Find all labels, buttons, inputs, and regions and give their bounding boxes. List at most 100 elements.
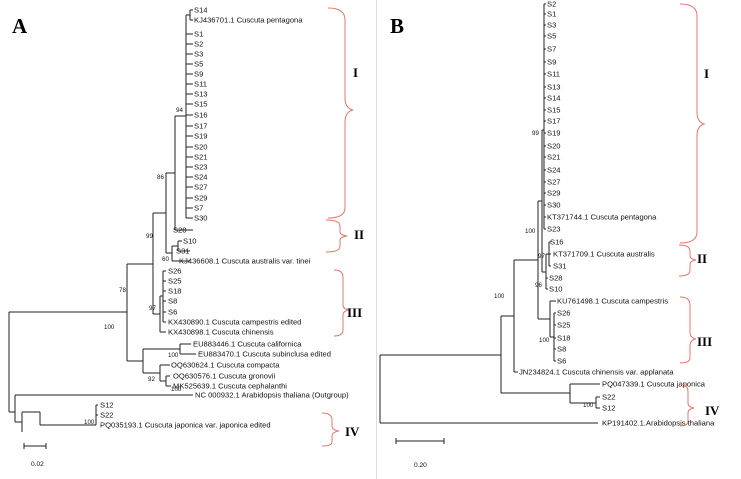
leaf-label: S31	[176, 247, 190, 256]
panel-a-clade-labels: I II III IV	[345, 65, 364, 439]
leaf-label: S23	[194, 163, 208, 172]
panel-b-clade-labels: I II III IV	[697, 66, 720, 418]
leaf-label: KP191402.1.Arabidopsis thaliana	[602, 419, 715, 428]
leaf-label: EU883470.1 Cuscuta subinclusa edited	[198, 350, 331, 359]
panel-b-bootstrap: 99 100 97 96 100 100 100	[494, 130, 594, 409]
leaf-label: S20	[194, 143, 208, 152]
leaf-label: S22	[602, 393, 616, 402]
panel-a-label: A	[12, 14, 28, 38]
leaf-label: KX430898.1 Cuscuta chinensis	[168, 328, 274, 337]
leaf-label: JN234824.1 Cuscuta chinensis var. applan…	[519, 368, 674, 377]
clade-label: III	[697, 334, 712, 349]
clade-label: II	[354, 227, 364, 242]
clade-label: IV	[705, 403, 720, 418]
leaf-label: PQ047339.1 Cuscuta japonica	[602, 380, 706, 389]
panel-b: B	[379, 0, 720, 469]
leaf-label: S9	[547, 58, 556, 67]
leaf-label: S13	[547, 83, 561, 92]
leaf-label: S27	[547, 178, 561, 187]
leaf-label: S2	[547, 0, 556, 9]
leaf-label: S14	[547, 94, 561, 103]
leaf-label: S9	[194, 70, 203, 79]
leaf-label: S1	[194, 30, 203, 39]
bootstrap-value: 86	[157, 174, 164, 181]
leaf-label: PQ035193.1 Cuscuta japonica var. japonic…	[100, 421, 271, 430]
leaf-label: OQ630576.1 Cuscuta gronovii	[173, 372, 275, 381]
leaf-label: S12	[100, 401, 114, 410]
leaf-label: S8	[557, 345, 566, 354]
leaf-label: S3	[194, 50, 203, 59]
bootstrap-value: 99	[146, 233, 153, 240]
clade-label: III	[347, 305, 362, 320]
leaf-label: S5	[194, 60, 203, 69]
leaf-label: S28	[549, 274, 563, 283]
panel-b-clade-brackets	[678, 3, 706, 427]
leaf-label: S5	[547, 32, 556, 41]
clade-label: IV	[345, 424, 360, 439]
bootstrap-value: 94	[176, 107, 183, 114]
bootstrap-value: 100	[104, 324, 115, 331]
leaf-label: KT371744.1 Cuscuta pentagona	[547, 213, 657, 222]
leaf-label: OQ630624.1 Cuscuta compacta	[171, 361, 280, 370]
leaf-label: S26	[168, 267, 182, 276]
leaf-label: S25	[557, 321, 571, 330]
panel-b-branches	[379, 3, 600, 424]
leaf-label: S2	[194, 40, 203, 49]
leaf-label: S24	[194, 173, 208, 182]
bootstrap-value: 100	[494, 293, 505, 300]
leaf-label: S11	[547, 70, 560, 79]
leaf-label: S8	[168, 297, 177, 306]
bootstrap-value: 100	[583, 402, 594, 409]
leaf-label: S6	[168, 308, 177, 317]
bootstrap-value: 100	[539, 337, 550, 344]
leaf-label: S25	[168, 277, 182, 286]
panel-a-scale-bar: 0.02	[23, 443, 47, 468]
leaf-label: S6	[557, 357, 566, 366]
leaf-label: S7	[547, 45, 556, 54]
leaf-label: S19	[547, 129, 561, 138]
bootstrap-value: 78	[119, 287, 126, 294]
leaf-label: MK525639.1 Cuscuta cephalanthi	[173, 382, 287, 391]
leaf-label: S26	[557, 309, 571, 318]
scale-bar-label: 0.20	[414, 462, 427, 469]
leaf-label: EU883446.1 Cuscuta californica	[193, 340, 302, 349]
leaf-label: KU761498.1 Cuscuta campestris	[557, 297, 668, 306]
leaf-label: S11	[194, 80, 207, 89]
bootstrap-value: 92	[148, 376, 155, 383]
bootstrap-value: 100	[171, 386, 182, 393]
leaf-label: S7	[194, 204, 203, 213]
leaf-label: S18	[168, 287, 182, 296]
leaf-label: KJ436608.1 Cuscuta australis var. tinei	[179, 257, 311, 266]
bootstrap-value: 60	[162, 256, 169, 263]
leaf-label: S20	[547, 142, 561, 151]
leaf-label: S30	[194, 214, 208, 223]
leaf-label: S17	[194, 122, 208, 131]
leaf-label: KX430890.1 Cuscuta campestris edited	[168, 318, 301, 327]
leaf-label: S16	[194, 111, 208, 120]
leaf-label: S10	[549, 285, 563, 294]
leaf-label: S1	[547, 10, 556, 19]
panel-b-leaf-labels: S2S1S3S5S7S9S11S13S14S15S17S19S20S21S24S…	[519, 0, 715, 428]
leaf-label: S15	[547, 106, 561, 115]
leaf-label: S24	[547, 166, 561, 175]
leaf-label: S31	[553, 262, 567, 271]
clade-label: I	[353, 65, 358, 80]
clade-label: I	[704, 66, 709, 81]
leaf-label: S21	[194, 153, 208, 162]
leaf-label: S29	[194, 194, 208, 203]
panel-a: A	[8, 6, 364, 468]
leaf-label: S28	[173, 226, 187, 235]
panel-a-branches	[8, 9, 196, 432]
leaf-label: S10	[183, 237, 197, 246]
panel-b-label: B	[390, 14, 404, 38]
bootstrap-value: 100	[525, 228, 536, 235]
leaf-label: S23	[547, 225, 561, 234]
leaf-label: S12	[602, 404, 616, 413]
scale-bar-label: 0.02	[31, 461, 44, 468]
leaf-label: S16	[550, 238, 564, 247]
bootstrap-value: 97	[149, 305, 156, 312]
panel-b-scale-bar: 0.20	[395, 438, 445, 469]
leaf-label: S15	[194, 100, 208, 109]
bootstrap-value: 99	[532, 130, 539, 137]
